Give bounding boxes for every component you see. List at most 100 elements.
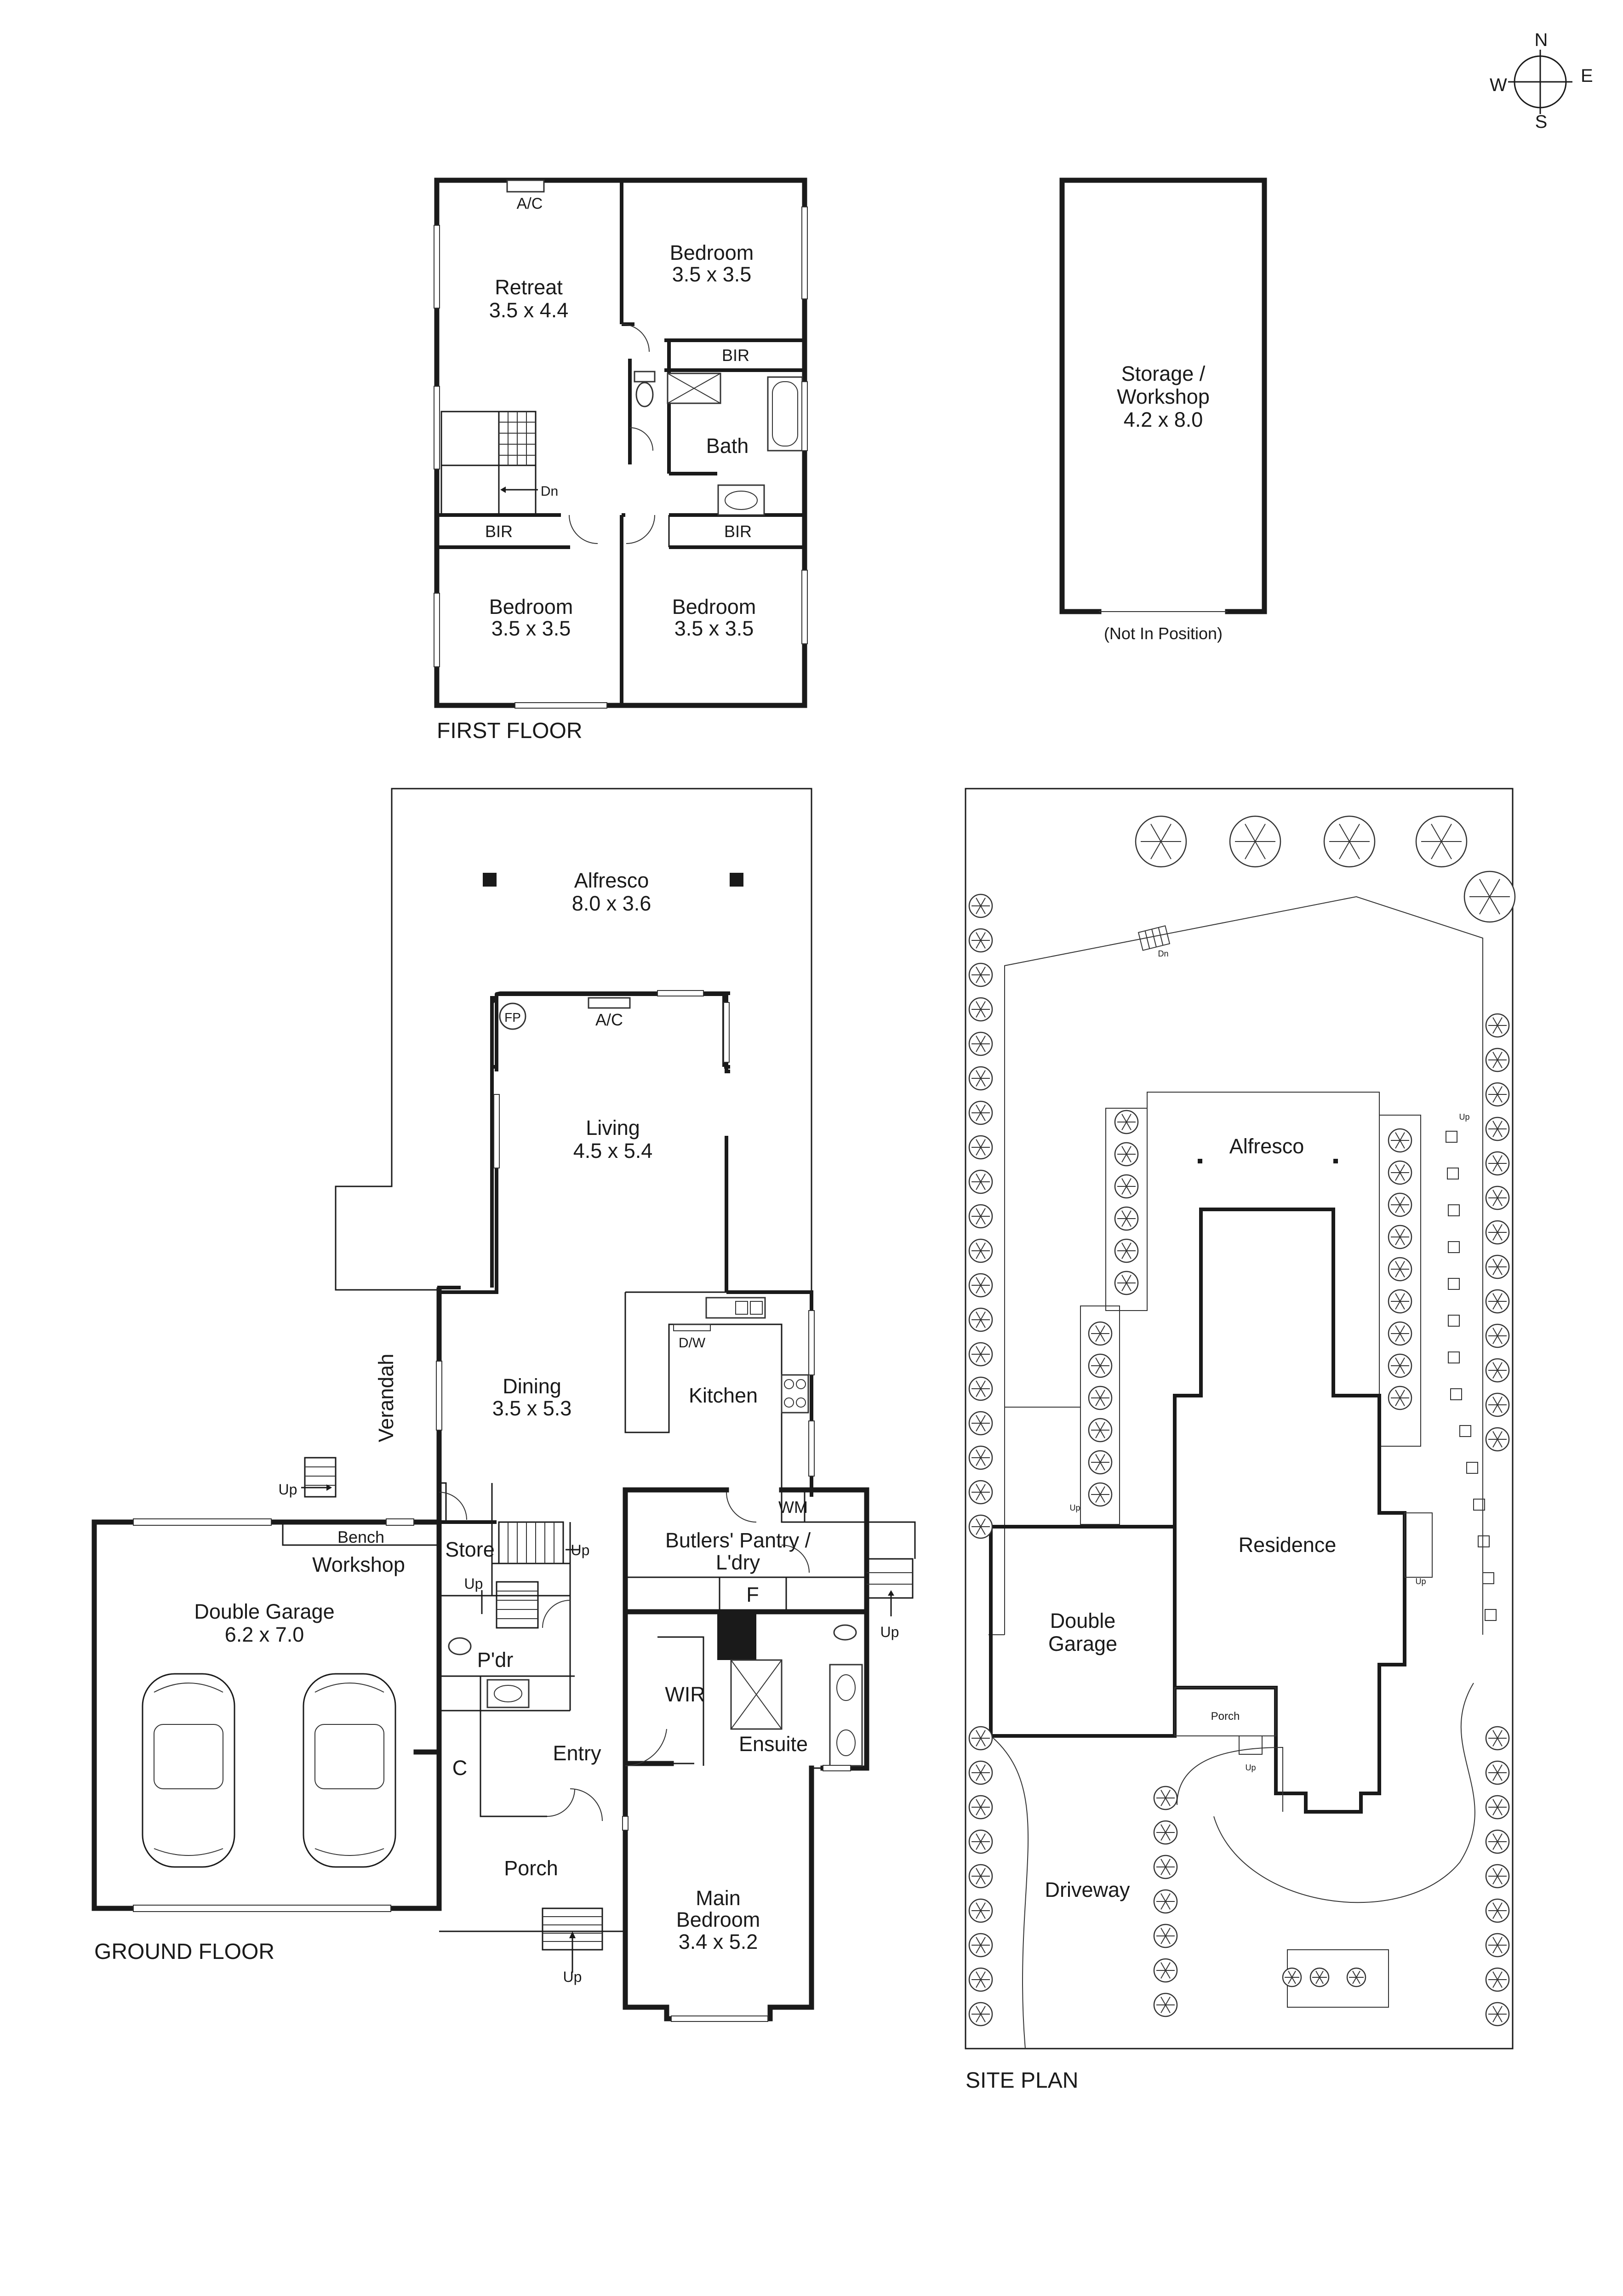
tree-icon [1114, 1174, 1139, 1199]
tree-icon [1388, 1160, 1412, 1185]
ff-ac-label: A/C [517, 195, 543, 212]
tree-icon [1485, 1289, 1510, 1314]
tree-icon [1485, 1082, 1510, 1107]
bath-label: Bath [706, 434, 749, 458]
tree-icon [1153, 1855, 1178, 1879]
verandah-label: Verandah [374, 1354, 398, 1443]
tree-icon [1088, 1418, 1113, 1443]
tree-icon [1485, 1726, 1510, 1751]
compass-icon: N E S W [1490, 30, 1593, 132]
tree-icon [968, 1967, 993, 1992]
tree-icon [1485, 1933, 1510, 1958]
living-label: Living [586, 1116, 640, 1139]
dw-label: D/W [679, 1335, 706, 1351]
dining-label: Dining [503, 1374, 561, 1398]
bedroom-se-size: 3.5 x 3.5 [674, 617, 754, 640]
tree-icon [968, 1898, 993, 1923]
retreat-size: 3.5 x 4.4 [489, 298, 569, 322]
alfresco-size: 8.0 x 3.6 [572, 892, 651, 915]
tree-icon [1229, 815, 1281, 868]
tree-icon [968, 1342, 993, 1367]
tree-icon [968, 1273, 993, 1298]
tree-icon [1346, 1967, 1366, 1987]
bedroom-sw-label: Bedroom [489, 595, 573, 618]
powder-toilet-icon [448, 1637, 472, 1655]
alfresco-post-icon [730, 873, 743, 887]
tree-icon [1114, 1110, 1139, 1134]
bir-w-label: BIR [485, 522, 513, 541]
storage-note: (Not In Position) [1104, 624, 1223, 643]
tree-icon [968, 1169, 993, 1194]
alfresco-label: Alfresco [574, 869, 649, 892]
tree-icon [968, 1514, 993, 1539]
bir-e-label: BIR [724, 522, 752, 541]
ensuite-toilet-icon [833, 1624, 857, 1641]
tree-icon [968, 1760, 993, 1785]
wm-label: WM [778, 1498, 808, 1517]
tree-icon [1388, 1353, 1412, 1378]
tree-icon [1114, 1142, 1139, 1167]
tree-icon [1485, 1898, 1510, 1923]
tree-icon [1485, 1358, 1510, 1383]
tree-icon [968, 2002, 993, 2027]
site-up-left-label: Up [1069, 1503, 1080, 1512]
tree-icon [1485, 1254, 1510, 1279]
tree-icon [968, 1100, 993, 1125]
ac-unit-icon [506, 179, 545, 193]
tree-icon [1114, 1238, 1139, 1263]
tree-icon [1485, 1151, 1510, 1176]
tree-icon [968, 1204, 993, 1229]
tree-icon [1114, 1206, 1139, 1231]
tree-icon [1485, 1967, 1510, 1992]
tree-icon [1088, 1450, 1113, 1475]
storage-label-1: Storage / [1121, 362, 1206, 385]
bedroom-sw-size: 3.5 x 3.5 [491, 617, 571, 640]
garden-bed [1287, 1949, 1389, 2008]
tree-icon [1088, 1321, 1113, 1346]
site-alfresco-label: Alfresco [1229, 1134, 1304, 1158]
tree-icon [968, 1238, 993, 1263]
tree-icon [1485, 2002, 1510, 2027]
bedroom-se-label: Bedroom [672, 595, 756, 618]
compass-s: S [1535, 112, 1548, 132]
double-vanity-icon [829, 1664, 863, 1767]
tree-icon [1388, 1257, 1412, 1282]
tree-icon [968, 997, 993, 1022]
tree-icon [1309, 1967, 1330, 1987]
compass-n: N [1535, 30, 1548, 50]
bedroom-ne-size: 3.5 x 3.5 [672, 263, 752, 286]
tree-icon [1485, 1795, 1510, 1820]
main-bedroom-label-2: Bedroom [676, 1908, 760, 1931]
toilet-icon [635, 382, 654, 407]
tree-icon [1485, 1392, 1510, 1417]
storage-workshop-plan: Storage / Workshop 4.2 x 8.0 (Not In Pos… [1059, 177, 1267, 643]
kitchen-label: Kitchen [689, 1384, 758, 1407]
tree-icon [1153, 1924, 1178, 1948]
tree-icon [1485, 1185, 1510, 1210]
retreat-label: Retreat [495, 275, 563, 299]
tree-icon [1153, 1889, 1178, 1914]
side-up-label: Up [880, 1624, 899, 1640]
tree-icon [968, 893, 993, 918]
car-icon [142, 1673, 235, 1868]
stair-up-label: Up [464, 1575, 483, 1592]
verandah-up-label: Up [279, 1481, 297, 1498]
tree-icon [1485, 1864, 1510, 1889]
tree-icon [1114, 1271, 1139, 1295]
tree-icon [1153, 1786, 1178, 1810]
porch-up-label: Up [563, 1969, 582, 1985]
dining-size: 3.5 x 5.3 [492, 1397, 572, 1420]
tree-icon [1388, 1192, 1412, 1217]
tree-icon [1388, 1321, 1412, 1346]
storage-label-2: Workshop [1117, 385, 1210, 408]
site-garage-label-1: Double [1050, 1609, 1116, 1632]
garage-label: Double Garage [194, 1600, 334, 1623]
workshop-label: Workshop [312, 1553, 405, 1576]
main-bedroom-size: 3.4 x 5.2 [679, 1930, 758, 1953]
tree-icon [968, 1829, 993, 1854]
ensuite-label: Ensuite [739, 1732, 808, 1756]
powder-basin-icon [486, 1679, 530, 1708]
tree-icon [1088, 1482, 1113, 1507]
fp-label: FP [504, 1010, 521, 1025]
tree-icon [1088, 1353, 1113, 1378]
